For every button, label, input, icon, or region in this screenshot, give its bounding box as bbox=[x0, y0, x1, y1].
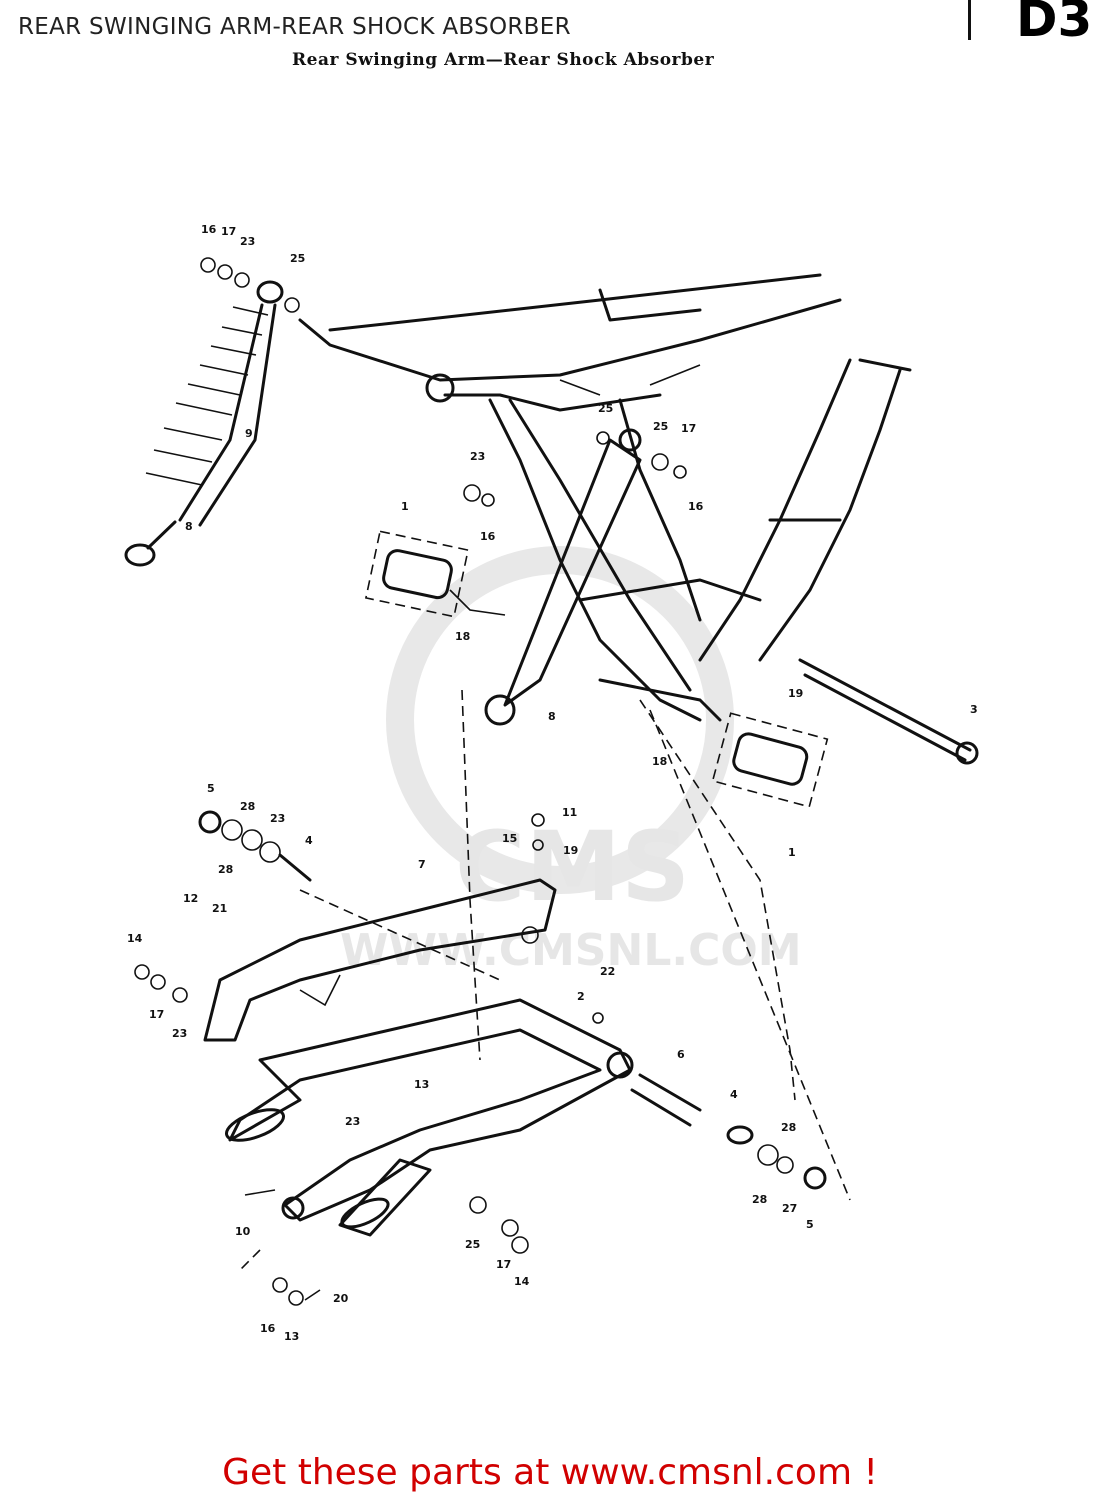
footrest-left bbox=[364, 530, 506, 618]
callout-4: 4 bbox=[730, 1088, 738, 1101]
callout-17: 17 bbox=[149, 1008, 164, 1021]
callout-18: 18 bbox=[455, 630, 470, 643]
callout-17: 17 bbox=[681, 422, 696, 435]
callout-5: 5 bbox=[806, 1218, 814, 1231]
callout-19: 19 bbox=[563, 844, 578, 857]
callout-27: 27 bbox=[782, 1202, 797, 1215]
rear-frame bbox=[298, 273, 912, 722]
small-hardware bbox=[134, 813, 604, 1306]
callout-25: 25 bbox=[465, 1238, 480, 1251]
pivot-bushings-left bbox=[198, 810, 312, 882]
callout-2: 2 bbox=[577, 990, 585, 1003]
callout-18: 18 bbox=[652, 755, 667, 768]
callout-21: 21 bbox=[212, 902, 227, 915]
callout-16: 16 bbox=[480, 530, 496, 543]
shock-absorber-installed bbox=[463, 428, 687, 726]
callout-3: 3 bbox=[970, 703, 978, 716]
watermark-url: WWW.CMSNL.COM bbox=[340, 925, 802, 976]
callout-28: 28 bbox=[752, 1193, 767, 1206]
callout-6: 6 bbox=[677, 1048, 685, 1061]
section-code: D3 bbox=[1016, 0, 1093, 48]
shock-absorber-exploded bbox=[124, 257, 300, 567]
callout-16: 16 bbox=[260, 1322, 276, 1335]
callout-8: 8 bbox=[185, 520, 193, 533]
callout-28: 28 bbox=[240, 800, 255, 813]
scanned-subtitle: Rear Swinging Arm—Rear Shock Absorber bbox=[292, 50, 715, 70]
callouts: 16 17 23 25 9 8 25 25 17 16 23 16 1 18 8… bbox=[127, 223, 978, 1343]
callout-23: 23 bbox=[172, 1027, 187, 1040]
callout-1: 1 bbox=[401, 500, 409, 513]
callout-23: 23 bbox=[470, 450, 485, 463]
callout-28: 28 bbox=[781, 1121, 796, 1134]
callout-5: 5 bbox=[207, 782, 215, 795]
callout-23: 23 bbox=[270, 812, 285, 825]
page-title: REAR SWINGING ARM-REAR SHOCK ABSORBER bbox=[18, 14, 571, 40]
callout-25: 25 bbox=[653, 420, 668, 433]
callout-12: 12 bbox=[183, 892, 198, 905]
callout-22: 22 bbox=[600, 965, 615, 978]
callout-4: 4 bbox=[305, 834, 313, 847]
callout-14: 14 bbox=[514, 1275, 530, 1288]
callout-7: 7 bbox=[418, 858, 426, 871]
watermark-brand: CMS bbox=[455, 811, 690, 923]
callout-16: 16 bbox=[688, 500, 704, 513]
callout-9: 9 bbox=[245, 427, 253, 440]
callout-17: 17 bbox=[221, 225, 236, 238]
callout-16: 16 bbox=[201, 223, 217, 236]
callout-20: 20 bbox=[333, 1292, 349, 1305]
callout-17: 17 bbox=[496, 1258, 511, 1271]
callout-23: 23 bbox=[345, 1115, 360, 1128]
callout-13: 13 bbox=[414, 1078, 429, 1091]
pivot-shaft bbox=[798, 658, 979, 765]
callout-14: 14 bbox=[127, 932, 143, 945]
callout-11: 11 bbox=[562, 806, 577, 819]
callout-25: 25 bbox=[290, 252, 305, 265]
shop-link[interactable]: Get these parts at www.cmsnl.com ! bbox=[222, 1452, 878, 1493]
swinging-arm bbox=[225, 998, 634, 1237]
callout-8: 8 bbox=[548, 710, 556, 723]
assembly-lines bbox=[239, 689, 851, 1271]
header-divider bbox=[968, 0, 971, 40]
footrest-right bbox=[711, 712, 829, 808]
callout-25: 25 bbox=[598, 402, 613, 415]
chain-case bbox=[203, 878, 557, 1042]
callout-15: 15 bbox=[502, 832, 517, 845]
callout-23: 23 bbox=[240, 235, 255, 248]
callout-13: 13 bbox=[284, 1330, 299, 1343]
callout-19: 19 bbox=[788, 687, 803, 700]
footer-cta: Get these parts at www.cmsnl.com ! bbox=[0, 1452, 1100, 1493]
callout-28: 28 bbox=[218, 863, 233, 876]
callout-10: 10 bbox=[235, 1225, 251, 1238]
pivot-bushings-right bbox=[630, 1073, 827, 1190]
callout-1: 1 bbox=[788, 846, 796, 859]
